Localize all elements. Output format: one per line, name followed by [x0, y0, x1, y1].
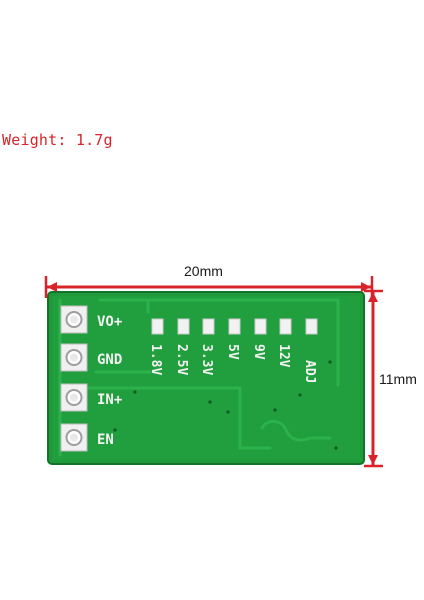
pin-pad-gnd [60, 343, 88, 372]
jumper-pads [151, 318, 318, 335]
pin-label-en: EN [97, 432, 114, 448]
pcb-shading [52, 296, 360, 460]
pin-label-in: IN+ [97, 392, 122, 408]
pcb-traces [58, 298, 340, 457]
voltage-label-adj: ADJ [302, 360, 317, 383]
voltage-label-2v5: 2.5V [174, 344, 189, 375]
voltage-label-3v3: 3.3V [199, 344, 214, 375]
pin-pad-en [60, 423, 88, 452]
voltage-label-1v8: 1.8V [148, 344, 163, 375]
weight-label: Weight: 1.7g [2, 131, 113, 149]
pin-pads [60, 305, 88, 452]
pin-pad-in [60, 383, 88, 412]
voltage-label-12v: 12V [276, 344, 291, 368]
pin-label-gnd: GND [97, 352, 122, 368]
width-dimension-line [44, 276, 374, 298]
pcb-vias [113, 360, 338, 450]
width-dimension-label: 20mm [184, 263, 223, 279]
voltage-label-9v: 9V [251, 344, 266, 360]
height-dimension-label: 11mm [379, 371, 417, 387]
voltage-label-5v: 5V [225, 344, 240, 360]
height-dimension-line [364, 289, 383, 468]
pin-label-vo: VO+ [97, 314, 122, 330]
pin-pad-vo [60, 305, 88, 334]
